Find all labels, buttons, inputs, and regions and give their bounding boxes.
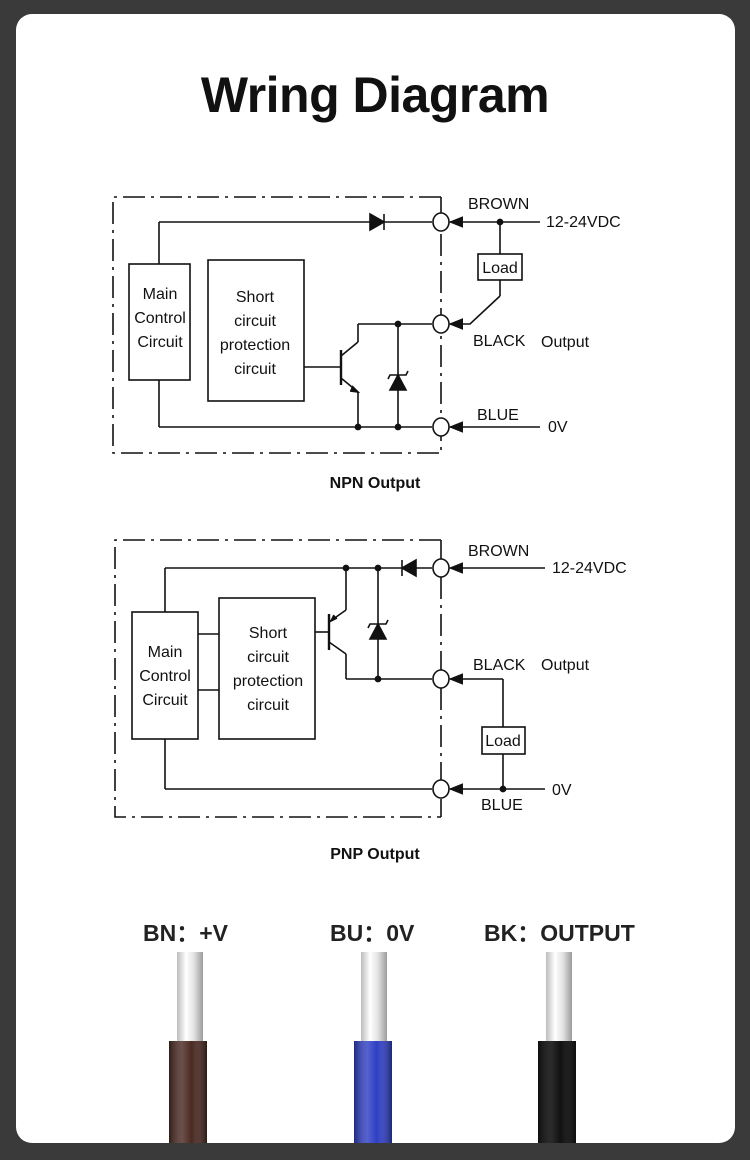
npn-blue-label: BLUE (477, 407, 519, 424)
npn-main-label-2: Control (134, 310, 186, 327)
npn-supply-label: 12-24VDC (546, 214, 621, 231)
pnp-blue-label: BLUE (481, 797, 523, 814)
pnp-protection-block (218, 597, 316, 740)
npn-terminal-brown (432, 212, 450, 232)
pnp-main-label-1: Main (148, 644, 183, 661)
pnp-diode-icon (400, 558, 417, 578)
npn-main-label-1: Main (143, 286, 178, 303)
npn-protection-block (207, 259, 305, 402)
pnp-protect-label-3: protection (233, 673, 303, 690)
page-title: Wring Diagram (200, 67, 550, 123)
cable-black (538, 952, 576, 1143)
wire-label-black: BK：OUTPUT (484, 920, 635, 946)
npn-sensor-boundary (112, 196, 441, 454)
npn-diode-icon (369, 212, 386, 232)
pnp-main-label-3: Circuit (142, 692, 188, 709)
npn-protect-label-2: circuit (234, 313, 276, 330)
npn-main-label-3: Circuit (137, 334, 183, 351)
wire-label-blue: BU：0V (330, 920, 415, 946)
wire-label-brown: BN：+V (143, 920, 228, 946)
pnp-terminal-black (432, 669, 450, 689)
pnp-terminal-blue (432, 779, 450, 799)
npn-load-label: Load (482, 260, 518, 277)
npn-protect-label-4: circuit (234, 361, 276, 378)
npn-labels: Main Control Circuit Short circuit prote… (134, 196, 620, 492)
pnp-protect-label-4: circuit (247, 697, 289, 714)
pnp-main-label-2: Control (139, 668, 191, 685)
pnp-zero-label: 0V (552, 782, 572, 799)
pnp-zener-icon (368, 622, 388, 640)
pnp-brown-label: BROWN (468, 543, 529, 560)
cable-brown (169, 952, 207, 1143)
pnp-supply-label: 12-24VDC (552, 560, 627, 577)
npn-caption: NPN Output (330, 475, 421, 492)
npn-brown-label: BROWN (468, 196, 529, 213)
pnp-load-label: Load (485, 733, 521, 750)
npn-zero-label: 0V (548, 419, 568, 436)
npn-zener-icon (388, 373, 408, 391)
npn-terminal-blue (432, 417, 450, 437)
pnp-protect-label-1: Short (249, 625, 288, 642)
npn-terminal-black (432, 314, 450, 334)
pnp-caption: PNP Output (330, 846, 420, 863)
pnp-diagram (114, 539, 545, 818)
pnp-output-label: Output (541, 657, 590, 674)
npn-diagram (112, 196, 540, 454)
pnp-protect-label-2: circuit (247, 649, 289, 666)
npn-black-label: BLACK (473, 333, 526, 350)
pnp-black-label: BLACK (473, 657, 526, 674)
npn-output-label: Output (541, 334, 590, 351)
npn-protect-label-1: Short (236, 289, 275, 306)
cable-blue (354, 952, 392, 1143)
pnp-sensor-boundary (114, 539, 441, 818)
npn-protect-label-3: protection (220, 337, 290, 354)
pnp-load-box (481, 726, 526, 755)
pnp-terminal-brown (432, 558, 450, 578)
pnp-labels: Main Control Circuit Short circuit prote… (139, 543, 626, 863)
